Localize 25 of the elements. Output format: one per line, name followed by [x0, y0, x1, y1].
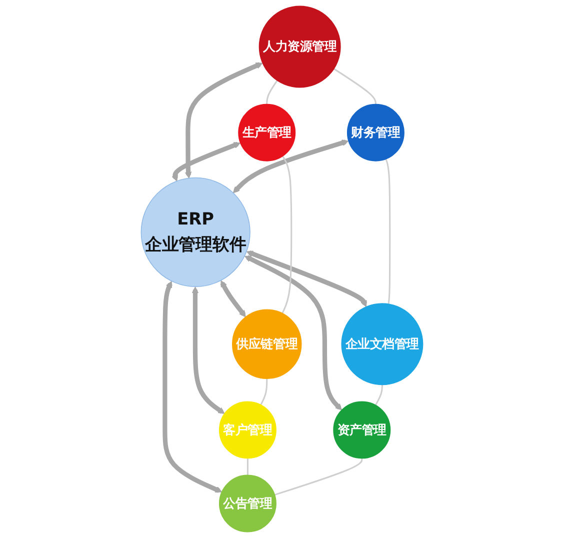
node-circle: 人力资源管理 — [258, 6, 341, 88]
node-circle: 企业文档管理 — [341, 303, 424, 386]
connector — [334, 68, 376, 104]
connector — [374, 384, 383, 406]
node-circle: 供应链管理 — [232, 309, 302, 379]
arrow — [192, 286, 225, 414]
connector — [385, 158, 391, 304]
arrow — [244, 255, 342, 410]
connector — [246, 458, 248, 476]
connector — [266, 80, 278, 104]
arrow — [246, 250, 368, 308]
arrow — [172, 142, 240, 182]
node-circle: 客户管理 — [218, 401, 276, 459]
arrow — [220, 280, 246, 318]
connector — [260, 378, 268, 406]
node-circle: 公告管理 — [218, 474, 276, 532]
arrow — [162, 281, 222, 493]
connector — [282, 156, 292, 314]
arrow — [184, 62, 263, 178]
node-circle: 生产管理 — [238, 104, 296, 162]
connector — [274, 458, 363, 496]
node-circle: 资产管理 — [333, 401, 391, 459]
node-circle: 财务管理 — [346, 104, 404, 162]
node-circle: ERP 企业管理软件 — [140, 177, 250, 287]
arrow — [232, 140, 349, 194]
